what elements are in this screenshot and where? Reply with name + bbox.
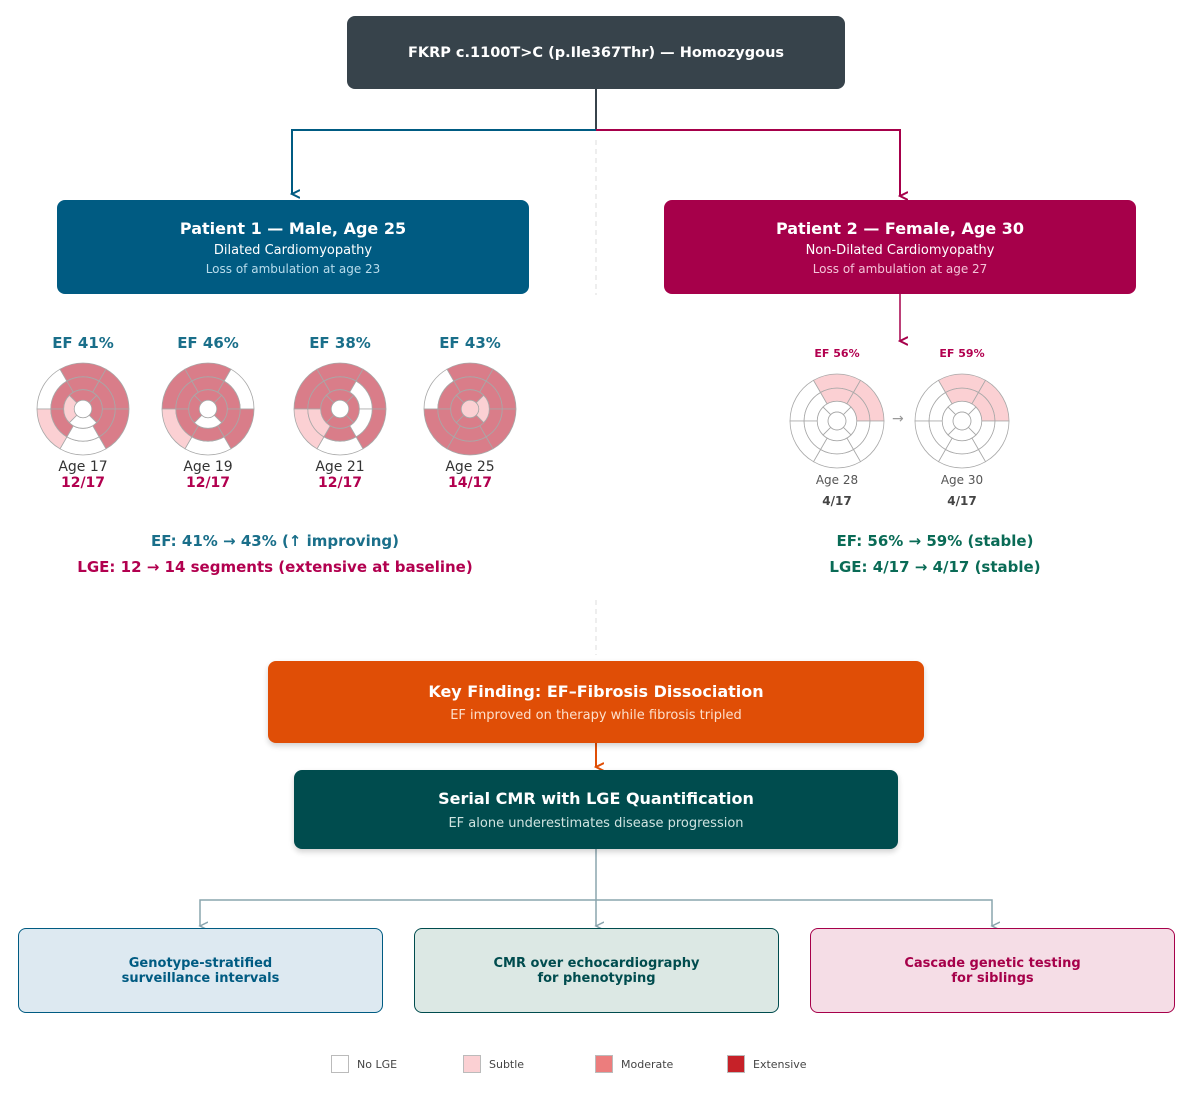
legend-swatch-none xyxy=(331,1055,349,1073)
bullseye-segment-17 xyxy=(198,399,218,419)
p1-scan3-bullseye xyxy=(293,362,387,456)
bullseye-segment-17 xyxy=(827,411,847,431)
legend-label-extensive: Extensive xyxy=(753,1057,807,1071)
cmr-title: Serial CMR with LGE Quantification xyxy=(438,788,754,808)
rec3-line2: for siblings xyxy=(951,970,1034,986)
patient1-phenotype: Dilated Cardiomyopathy xyxy=(213,242,373,258)
p1-scan2-bullseye xyxy=(161,362,255,456)
p1-scan1-age: Age 17 xyxy=(58,459,108,475)
p2-scan1-segments: 4/17 xyxy=(822,494,852,508)
p2-scan2-age: Age 30 xyxy=(940,473,984,487)
legend-label-subtle: Subtle xyxy=(489,1057,525,1071)
p2-scan1-ef: EF 56% xyxy=(814,347,860,360)
p1-summary-ef: EF: 41% → 43% (↑ improving) xyxy=(151,532,399,550)
key-finding-title: Key Finding: EF–Fibrosis Dissociation xyxy=(428,681,764,701)
bullseye-segment-17 xyxy=(460,399,480,419)
rec3-line1: Cascade genetic testing xyxy=(904,955,1081,971)
bullseye-segment-17 xyxy=(73,399,93,419)
rec1-line2: surveillance intervals xyxy=(121,970,280,986)
legend-label-moderate: Moderate xyxy=(621,1057,674,1071)
patient1-box: Patient 1 — Male, Age 25 Dilated Cardiom… xyxy=(57,200,529,294)
legend-swatch-subtle xyxy=(463,1055,481,1073)
legend-label-none: No LGE xyxy=(357,1057,398,1071)
p1-scan4-segments: 14/17 xyxy=(447,475,493,491)
p1-scan3-segments: 12/17 xyxy=(317,475,363,491)
key-finding-subtitle: EF improved on therapy while fibrosis tr… xyxy=(450,707,742,723)
patient2-title: Patient 2 — Female, Age 30 xyxy=(775,218,1025,238)
bullseye-segment-17 xyxy=(952,411,972,431)
recommendation-cascade-testing: Cascade genetic testing for siblings xyxy=(810,928,1175,1013)
p1-summary-lge: LGE: 12 → 14 segments (extensive at base… xyxy=(77,558,473,576)
p1-scan2-segments: 12/17 xyxy=(185,475,231,491)
genotype-title: FKRP c.1100T>C (p.Ile367Thr) — Homozygou… xyxy=(407,44,785,61)
p2-scan1-age: Age 28 xyxy=(815,473,859,487)
root-to-p1-connector xyxy=(292,129,596,194)
p2-scan2-segments: 4/17 xyxy=(947,494,977,508)
rec2-line2: for phenotyping xyxy=(537,970,656,986)
p2-scan2-bullseye xyxy=(914,373,1010,469)
p1-scan1-ef: EF 41% xyxy=(52,334,114,352)
p2-scan-arrow: → xyxy=(892,411,904,427)
p1-scan4-age: Age 25 xyxy=(445,459,495,475)
legend-swatch-moderate xyxy=(595,1055,613,1073)
cmr-to-rec1-connector xyxy=(200,899,596,926)
patient2-phenotype: Non-Dilated Cardiomyopathy xyxy=(805,242,995,258)
p2-scan2-ef: EF 59% xyxy=(939,347,985,360)
genotype-root-box: FKRP c.1100T>C (p.Ile367Thr) — Homozygou… xyxy=(347,16,845,89)
p2-summary-ef: EF: 56% → 59% (stable) xyxy=(836,532,1034,550)
recommendation-cmr: CMR over echocardiography for phenotypin… xyxy=(414,928,779,1013)
legend-extensive: Extensive xyxy=(727,1055,807,1073)
legend-subtle: Subtle xyxy=(463,1055,524,1073)
root-to-p2-connector xyxy=(596,129,900,196)
patient1-title: Patient 1 — Male, Age 25 xyxy=(179,218,407,238)
p1-scan2-age: Age 19 xyxy=(183,459,233,475)
rec2-line1: CMR over echocardiography xyxy=(493,955,700,971)
p1-scan1-bullseye xyxy=(36,362,130,456)
p1-scan1-segments: 12/17 xyxy=(60,475,106,491)
patient1-ambulation: Loss of ambulation at age 23 xyxy=(205,261,381,276)
p2-summary-lge: LGE: 4/17 → 4/17 (stable) xyxy=(829,558,1041,576)
cmr-subtitle: EF alone underestimates disease progress… xyxy=(448,815,744,831)
legend-moderate: Moderate xyxy=(595,1055,673,1073)
key-finding-box: Key Finding: EF–Fibrosis Dissociation EF… xyxy=(268,661,924,743)
p2-scan1-bullseye xyxy=(789,373,885,469)
cmr-box: Serial CMR with LGE Quantification EF al… xyxy=(294,770,898,849)
p1-scan4-bullseye xyxy=(423,362,517,456)
p1-scan3-age: Age 21 xyxy=(315,459,365,475)
p1-scan2-ef: EF 46% xyxy=(177,334,239,352)
patient2-box: Patient 2 — Female, Age 30 Non-Dilated C… xyxy=(664,200,1136,294)
cmr-to-rec3-connector xyxy=(596,899,992,926)
patient2-ambulation: Loss of ambulation at age 27 xyxy=(812,261,988,276)
bullseye-segment-17 xyxy=(330,399,350,419)
legend-no-lge: No LGE xyxy=(331,1055,397,1073)
p1-scan3-ef: EF 38% xyxy=(309,334,371,352)
recommendation-surveillance: Genotype-stratified surveillance interva… xyxy=(18,928,383,1013)
p1-scan4-ef: EF 43% xyxy=(439,334,501,352)
legend-swatch-extensive xyxy=(727,1055,745,1073)
rec1-line1: Genotype-stratified xyxy=(128,955,273,971)
